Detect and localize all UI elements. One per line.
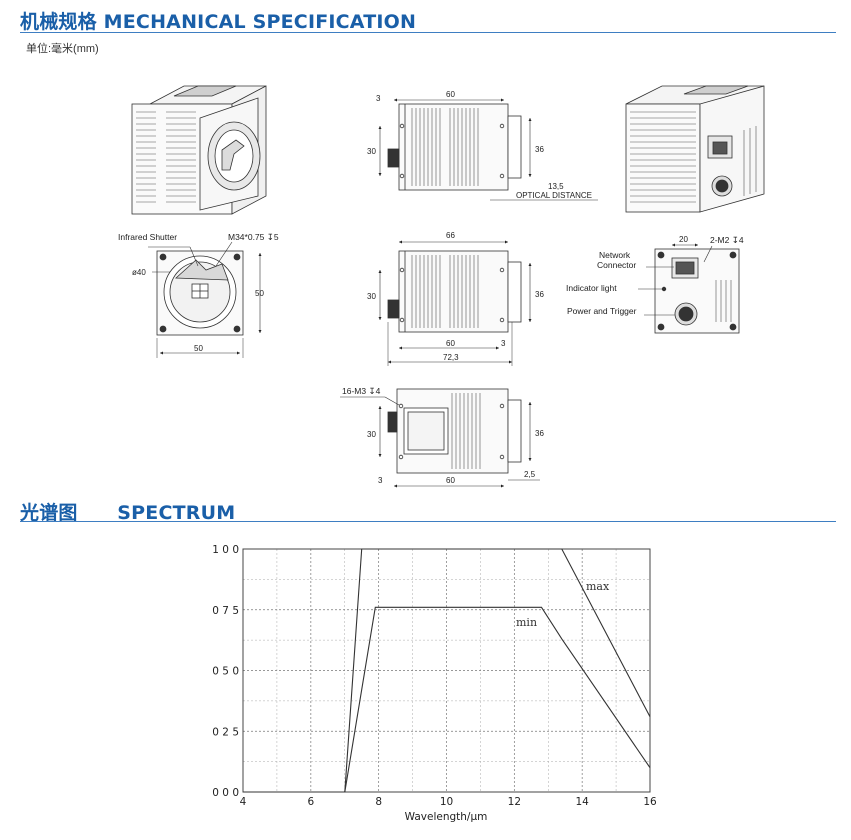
x-tick-label: 10 bbox=[440, 796, 453, 808]
dim-bottom-2-5: 2,5 bbox=[524, 470, 536, 479]
y-tick-label: 0 7 5 bbox=[212, 605, 239, 617]
dim-top-30: 30 bbox=[367, 147, 376, 156]
m3-thread-label: 16-M3 ↧4 bbox=[342, 386, 381, 396]
dim-top-60: 60 bbox=[446, 90, 455, 99]
spectrum-title-cn: 光谱图 bbox=[20, 502, 78, 524]
x-tick-label: 16 bbox=[643, 796, 657, 808]
optical-distance-label: OPTICAL DISTANCE bbox=[516, 191, 592, 200]
spectrum-title-rule bbox=[20, 521, 836, 522]
dim-bottom-3: 3 bbox=[378, 476, 383, 485]
chart-ticks: 4 6 8 10 12 14 16 0 0 0 0 2 5 0 5 0 0 7 5 1 0 0 bbox=[212, 544, 657, 808]
dim-rear-20: 20 bbox=[679, 235, 688, 244]
lens-thread-label: M34*0.75 ↧5 bbox=[228, 232, 279, 242]
mechanical-drawings: 3 60 30 36 13,5 OPTICAL DISTANCE bbox=[118, 85, 765, 488]
series-label-min: min bbox=[516, 616, 537, 629]
side-view-top bbox=[378, 98, 598, 201]
side-view-middle bbox=[378, 240, 532, 366]
y-tick-label: 0 2 5 bbox=[212, 726, 239, 738]
dim-bottom-36: 36 bbox=[535, 429, 544, 438]
side-view-bottom bbox=[340, 388, 540, 488]
dim-top-13-5: 13,5 bbox=[548, 182, 564, 191]
unit-note: 单位:毫米(mm) bbox=[26, 43, 99, 55]
chart-grid bbox=[242, 548, 651, 793]
dim-mid-3: 3 bbox=[501, 339, 506, 348]
front-view bbox=[148, 241, 262, 358]
y-tick-label: 0 5 0 bbox=[212, 666, 239, 678]
dim-front-50-horizontal: 50 bbox=[194, 344, 203, 353]
x-axis-label: Wavelength/μm bbox=[405, 811, 488, 823]
dim-bottom-60: 60 bbox=[446, 476, 455, 485]
dim-mid-60: 60 bbox=[446, 339, 455, 348]
mechanical-title-en: MECHANICAL SPECIFICATION bbox=[103, 11, 417, 33]
x-tick-label: 6 bbox=[307, 796, 314, 808]
x-tick-label: 14 bbox=[575, 796, 589, 808]
mechanical-section-title: 机械规格 MECHANICAL SPECIFICATION bbox=[20, 7, 416, 34]
y-tick-label: 0 0 0 bbox=[212, 787, 239, 799]
iso-rear-view bbox=[625, 85, 765, 213]
infrared-shutter-label: Infrared Shutter bbox=[118, 232, 177, 242]
dim-front-50-vertical: 50 bbox=[255, 289, 264, 298]
rear-view bbox=[638, 243, 740, 334]
y-tick-label: 1 0 0 bbox=[212, 544, 239, 556]
connector-label: Connector bbox=[597, 260, 636, 270]
mechanical-title-cn: 机械规格 bbox=[20, 11, 97, 33]
iso-front-view bbox=[131, 85, 267, 215]
power-trigger-label: Power and Trigger bbox=[567, 306, 637, 316]
network-label: Network bbox=[599, 250, 631, 260]
spectrum-title-en: SPECTRUM bbox=[117, 502, 236, 524]
dim-top-36: 36 bbox=[535, 145, 544, 154]
series-line-min bbox=[243, 606, 651, 793]
dim-front-phi40: ø40 bbox=[132, 268, 146, 277]
dim-mid-72-3: 72,3 bbox=[443, 353, 459, 362]
dim-top-3: 3 bbox=[376, 94, 381, 103]
x-tick-label: 4 bbox=[240, 796, 247, 808]
dim-mid-36: 36 bbox=[535, 290, 544, 299]
dim-mid-30: 30 bbox=[367, 292, 376, 301]
mechanical-title-rule bbox=[20, 32, 836, 33]
x-tick-label: 8 bbox=[375, 796, 382, 808]
series-label-max: max bbox=[586, 580, 610, 593]
spectrum-section-title: 光谱图 SPECTRUM bbox=[20, 498, 235, 525]
chart-series: max min bbox=[243, 548, 651, 793]
dim-bottom-30: 30 bbox=[367, 430, 376, 439]
dim-mid-66: 66 bbox=[446, 231, 455, 240]
m2-thread-label: 2-M2 ↧4 bbox=[710, 235, 744, 245]
x-tick-label: 12 bbox=[508, 796, 521, 808]
indicator-light-label: Indicator light bbox=[566, 283, 617, 293]
